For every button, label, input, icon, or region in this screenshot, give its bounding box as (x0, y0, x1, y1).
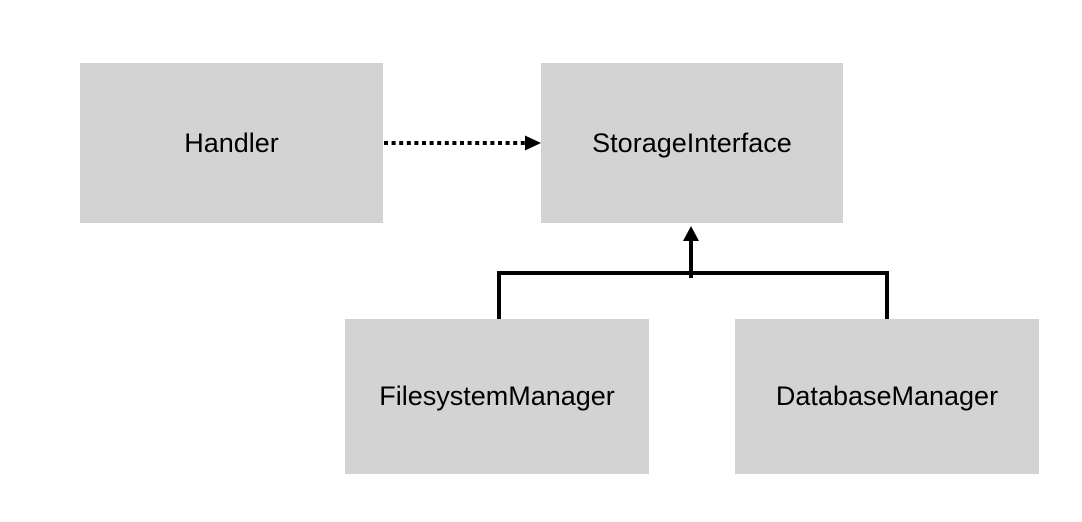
node-storage-interface: StorageInterface (541, 63, 843, 223)
node-filesystem-manager-label: FilesystemManager (379, 381, 615, 411)
inheritance-arrowhead-icon (683, 226, 699, 241)
dependency-arrowhead-icon (525, 135, 541, 151)
node-filesystem-manager: FilesystemManager (345, 319, 649, 474)
inheritance-connector-rail (497, 271, 889, 319)
node-database-manager: DatabaseManager (735, 319, 1039, 474)
node-handler-label: Handler (184, 127, 279, 158)
inheritance-connector (497, 226, 889, 319)
node-database-manager-label: DatabaseManager (775, 381, 999, 411)
dependency-arrow-handler-to-storageinterface (384, 135, 541, 151)
node-storage-interface-label: StorageInterface (592, 127, 792, 158)
node-handler: Handler (80, 63, 383, 223)
